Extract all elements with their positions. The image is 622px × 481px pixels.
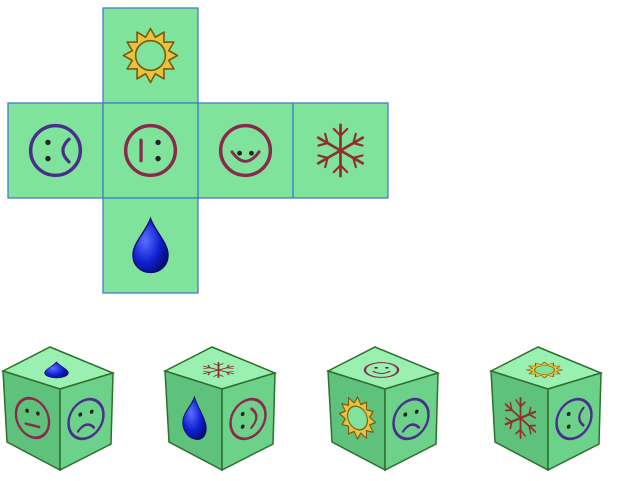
net-face-far-right bbox=[293, 103, 388, 198]
net-face-left bbox=[8, 103, 103, 198]
cube-option-4[interactable] bbox=[491, 347, 601, 470]
net-face-right bbox=[198, 103, 293, 198]
cube-front-face bbox=[3, 371, 60, 470]
cube-net bbox=[8, 8, 388, 293]
cube-options bbox=[3, 347, 601, 470]
net-face-top bbox=[103, 8, 198, 103]
net-face-bottom bbox=[103, 198, 198, 293]
cube-option-1[interactable] bbox=[3, 347, 113, 470]
cube-option-2[interactable] bbox=[165, 347, 275, 470]
cube-front-face bbox=[491, 371, 548, 470]
cube-option-3[interactable] bbox=[328, 347, 438, 470]
net-face-center bbox=[103, 103, 198, 198]
